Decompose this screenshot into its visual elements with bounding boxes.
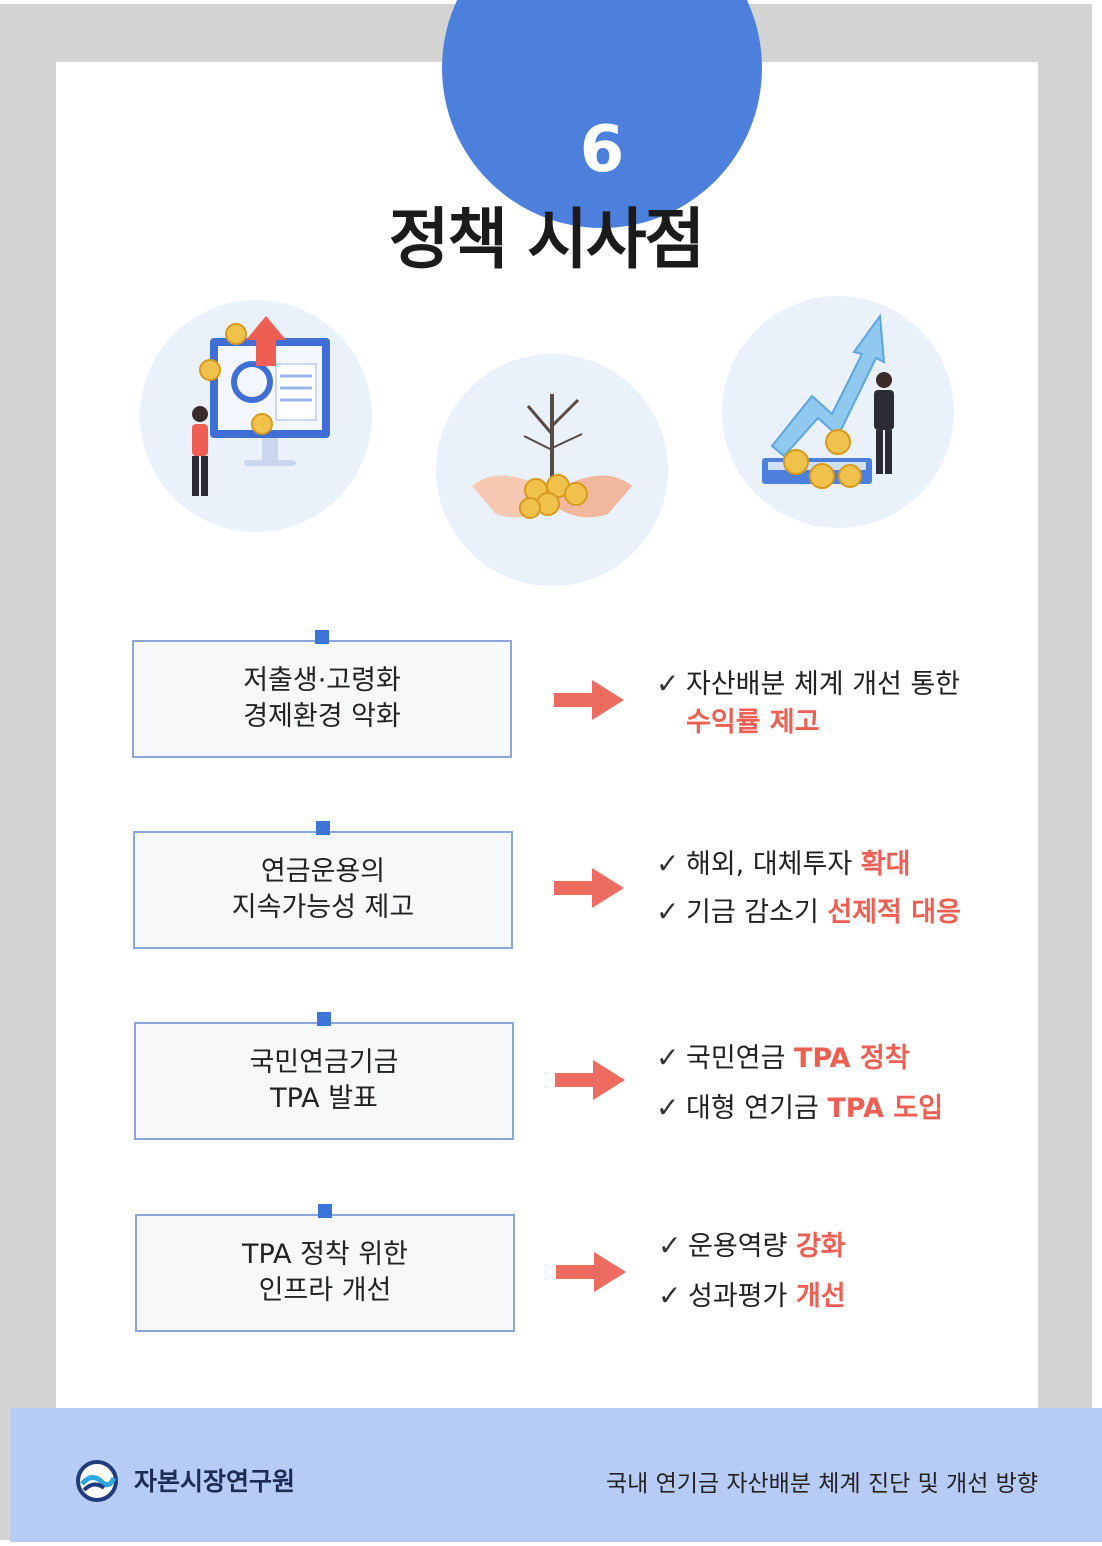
report-title: 국내 연기금 자산배분 체계 진단 및 개선 방향 <box>606 1464 1038 1498</box>
outcome-list: ✓해외, 대체투자 확대 ✓기금 감소기 선제적 대응 <box>656 842 961 938</box>
outcome-line: ✓기금 감소기 선제적 대응 <box>656 890 961 938</box>
issue-box: 저출생·고령화 경제환경 악화 <box>132 640 512 758</box>
outcome-text: 국민연금 <box>686 1043 794 1074</box>
right-arrow-icon <box>556 1252 626 1292</box>
check-icon: ✓ <box>658 1279 688 1312</box>
issue-line: 국민연금기금 <box>249 1045 398 1081</box>
box-tab <box>315 630 329 644</box>
outcome-line: 수익률 제고 <box>656 700 960 738</box>
outcome-list: ✓국민연금 TPA 정착 ✓대형 연기금 TPA 도입 <box>656 1036 943 1136</box>
institute-logo-icon <box>76 1460 118 1502</box>
check-icon: ✓ <box>656 1041 686 1074</box>
policy-row-1: 저출생·고령화 경제환경 악화 ✓자산배분 체계 개선 통한 수익률 제고 <box>0 636 1092 766</box>
outcome-list: ✓자산배분 체계 개선 통한 수익률 제고 <box>656 662 960 738</box>
outcome-highlight: 수익률 제고 <box>686 707 820 738</box>
outcome-line: ✓국민연금 TPA 정착 <box>656 1036 943 1086</box>
outcome-text: 기금 감소기 <box>686 897 827 928</box>
check-icon: ✓ <box>656 847 686 880</box>
issue-line: TPA 발표 <box>270 1081 378 1117</box>
box-tab <box>317 1012 331 1026</box>
policy-row-2: 연금운용의 지속가능성 제고 ✓해외, 대체투자 확대 ✓기금 감소기 선제적 … <box>0 828 1092 958</box>
page-title: 정책 시사점 <box>0 186 1092 282</box>
outcome-line: ✓대형 연기금 TPA 도입 <box>656 1086 943 1136</box>
outcome-line: ✓자산배분 체계 개선 통한 <box>656 662 960 700</box>
outcome-list: ✓운용역량 강화 ✓성과평가 개선 <box>658 1224 846 1324</box>
issue-line: 지속가능성 제고 <box>232 890 414 926</box>
outcome-highlight: 선제적 대응 <box>827 897 961 928</box>
section-number: 6 <box>442 118 762 182</box>
outcome-line: ✓운용역량 강화 <box>658 1224 846 1274</box>
policy-row-3: 국민연금기금 TPA 발표 ✓국민연금 TPA 정착 ✓대형 연기금 TPA 도… <box>0 1020 1092 1150</box>
outcome-text: 성과평가 <box>688 1281 796 1312</box>
pension-investor-monitor-illustration <box>140 300 372 532</box>
outcome-highlight: TPA 정착 <box>794 1043 910 1074</box>
outcome-text: 운용역량 <box>688 1231 796 1262</box>
issue-box: 연금운용의 지속가능성 제고 <box>133 831 513 949</box>
box-tab <box>318 1204 332 1218</box>
outcome-highlight: 강화 <box>796 1231 846 1262</box>
footer-bar: 자본시장연구원 국내 연기금 자산배분 체계 진단 및 개선 방향 <box>10 1408 1102 1542</box>
check-icon: ✓ <box>658 1229 688 1262</box>
outcome-text: 자산배분 체계 개선 통한 <box>686 669 960 700</box>
institute-name: 자본시장연구원 <box>134 1462 295 1498</box>
outcome-highlight: TPA 도입 <box>827 1093 943 1124</box>
right-arrow-icon <box>554 868 624 908</box>
right-arrow-icon <box>554 680 624 720</box>
check-icon: ✓ <box>656 895 686 928</box>
check-icon: ✓ <box>656 667 686 700</box>
right-arrow-icon <box>555 1060 625 1100</box>
outcome-text: 해외, 대체투자 <box>686 849 861 880</box>
hands-growing-tree-illustration <box>436 354 668 586</box>
outcome-text: 대형 연기금 <box>686 1093 827 1124</box>
policy-row-4: TPA 정착 위한 인프라 개선 ✓운용역량 강화 ✓성과평가 개선 <box>0 1212 1092 1342</box>
issue-line: 경제환경 악화 <box>243 699 401 735</box>
businessman-rising-arrow-illustration <box>722 296 954 528</box>
issue-line: TPA 정착 위한 <box>242 1237 408 1273</box>
box-tab <box>316 821 330 835</box>
issue-line: 연금운용의 <box>261 854 385 890</box>
outcome-highlight: 확대 <box>861 849 911 880</box>
check-icon: ✓ <box>656 1091 686 1124</box>
issue-line: 인프라 개선 <box>259 1273 392 1309</box>
issue-box: TPA 정착 위한 인프라 개선 <box>135 1214 515 1332</box>
outcome-line: ✓해외, 대체투자 확대 <box>656 842 961 890</box>
outcome-highlight: 개선 <box>796 1281 846 1312</box>
outcome-line: ✓성과평가 개선 <box>658 1274 846 1324</box>
issue-box: 국민연금기금 TPA 발표 <box>134 1022 514 1140</box>
issue-line: 저출생·고령화 <box>243 663 401 699</box>
